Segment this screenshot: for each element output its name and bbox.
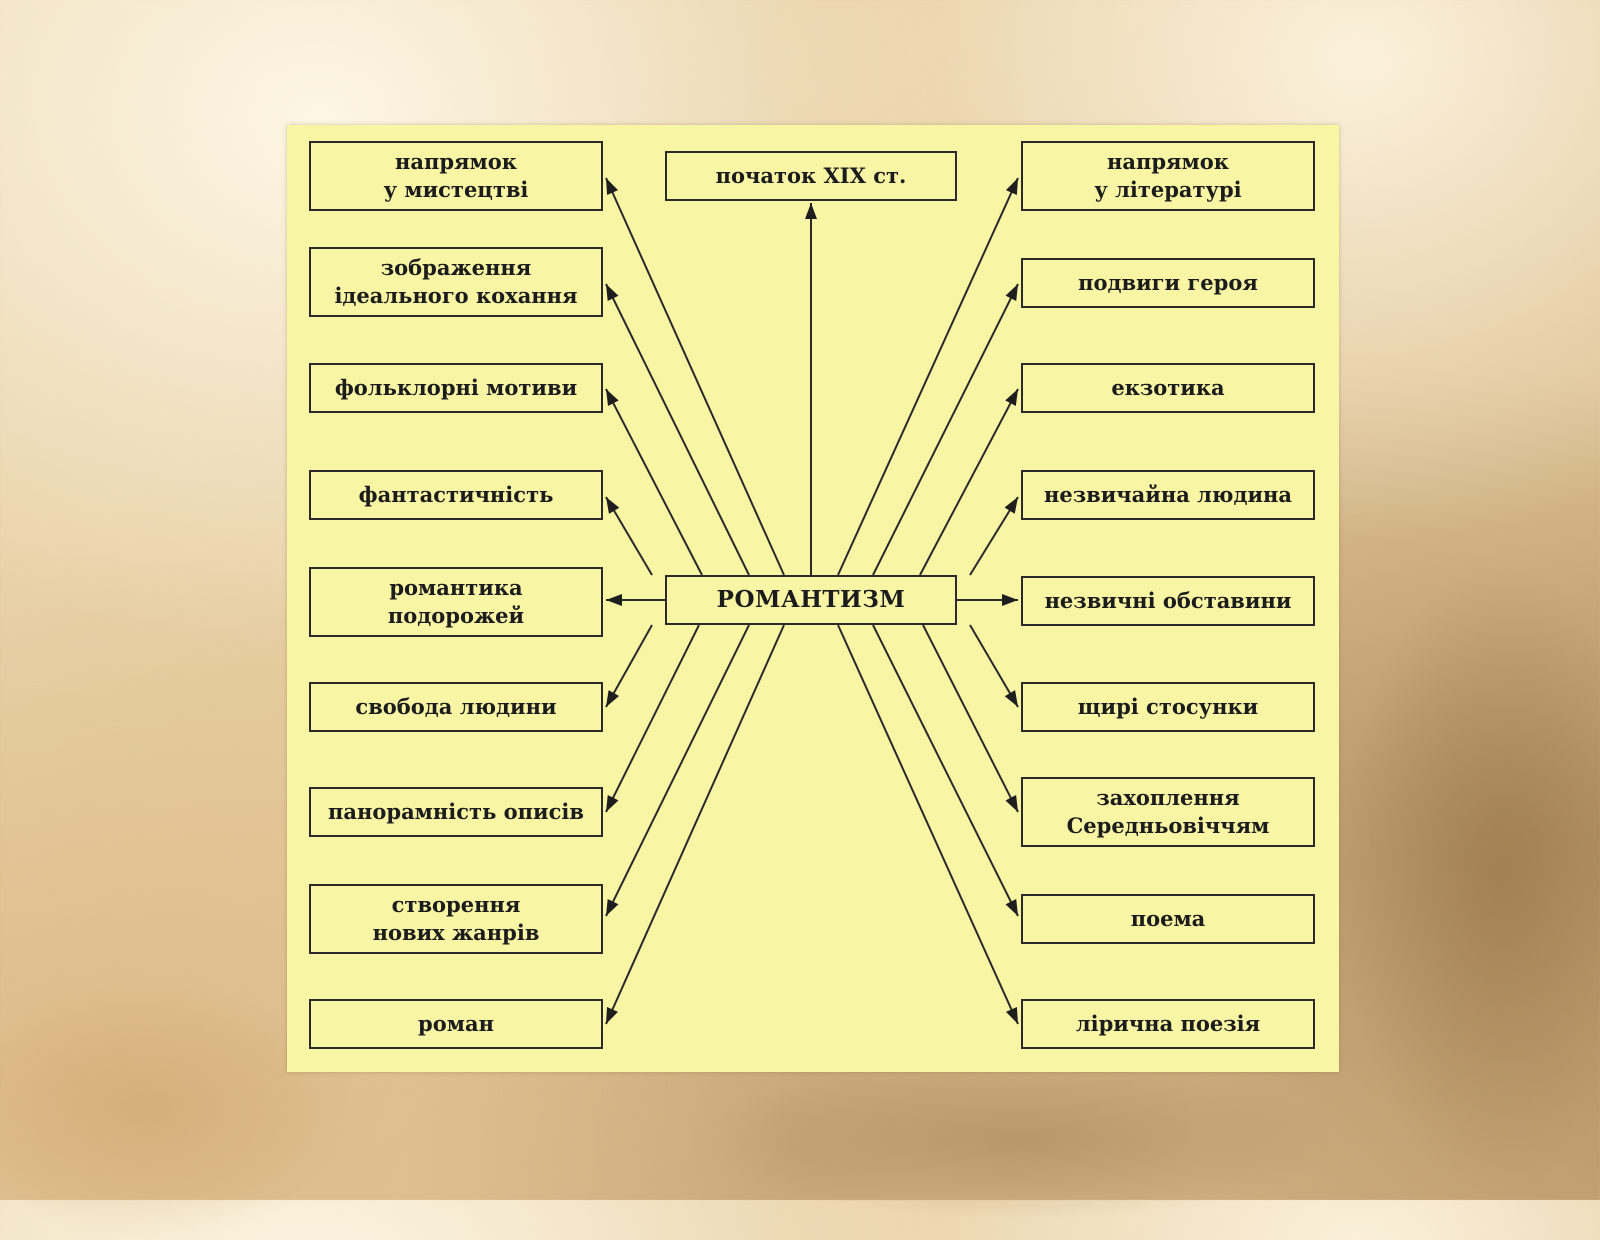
left-concept-box: фольклорні мотиви [309, 363, 603, 413]
left-concept-box: напрямок у мистецтві [309, 141, 603, 211]
arrow-line [605, 624, 785, 1025]
left-concept-box: романтика подорожей [309, 567, 603, 637]
arrow-head [1002, 594, 1018, 606]
left-concept-box: фантастичність [309, 470, 603, 520]
arrow-line [922, 624, 1019, 813]
arrow-head [1005, 389, 1018, 406]
right-concept-box: незвичні обставини [1021, 576, 1315, 626]
left-concept-box: роман [309, 999, 603, 1049]
arrow-head [606, 898, 619, 916]
arrow-head [1004, 690, 1018, 707]
arrow-head [606, 178, 619, 196]
arrow-line [605, 177, 785, 576]
right-concept-box: поема [1021, 894, 1315, 944]
center-concept-box: РОМАНТИЗМ [665, 575, 957, 625]
arrow-head [1005, 178, 1018, 196]
paper-stain [700, 1060, 1340, 1220]
arrow-line [605, 388, 703, 576]
arrow-head [1005, 795, 1018, 812]
arrow-line [605, 624, 700, 813]
arrow-head [805, 203, 817, 219]
arrow-head [606, 497, 620, 514]
right-concept-box: незвичайна людина [1021, 470, 1315, 520]
arrow-head [606, 1006, 618, 1024]
left-concept-box: зображення ідеального кохання [309, 247, 603, 317]
arrow-head [1005, 899, 1018, 916]
arrow-line [872, 624, 1019, 917]
arrow-layer [605, 177, 1019, 1025]
right-concept-box: лірична поезія [1021, 999, 1315, 1049]
arrow-line [605, 624, 750, 917]
left-concept-box: панорамність описів [309, 787, 603, 837]
right-concept-box: напрямок у літературі [1021, 141, 1315, 211]
arrow-line [919, 388, 1019, 576]
top-concept-box: початок XIX ст. [665, 151, 957, 201]
arrow-head [606, 284, 619, 302]
arrow-head [1005, 284, 1018, 301]
arrow-head [606, 690, 620, 707]
left-concept-box: свобода людини [309, 682, 603, 732]
arrow-head [1004, 497, 1018, 514]
arrow-head [606, 389, 619, 406]
arrow-head [1005, 1006, 1018, 1024]
arrow-head [606, 795, 619, 812]
right-concept-box: екзотика [1021, 363, 1315, 413]
right-concept-box: подвиги героя [1021, 258, 1315, 308]
right-concept-box: щирі стосунки [1021, 682, 1315, 732]
left-concept-box: створення нових жанрів [309, 884, 603, 954]
arrow-line [872, 283, 1019, 576]
arrow-head [606, 594, 622, 606]
arrow-line [837, 624, 1019, 1025]
arrow-line [605, 283, 750, 576]
arrow-line [837, 177, 1019, 576]
right-concept-box: захоплення Середньовіччям [1021, 777, 1315, 847]
paper-stain [1340, 560, 1600, 1200]
diagram-panel: РОМАНТИЗМ початок XIX ст. напрямок у мис… [287, 125, 1339, 1072]
